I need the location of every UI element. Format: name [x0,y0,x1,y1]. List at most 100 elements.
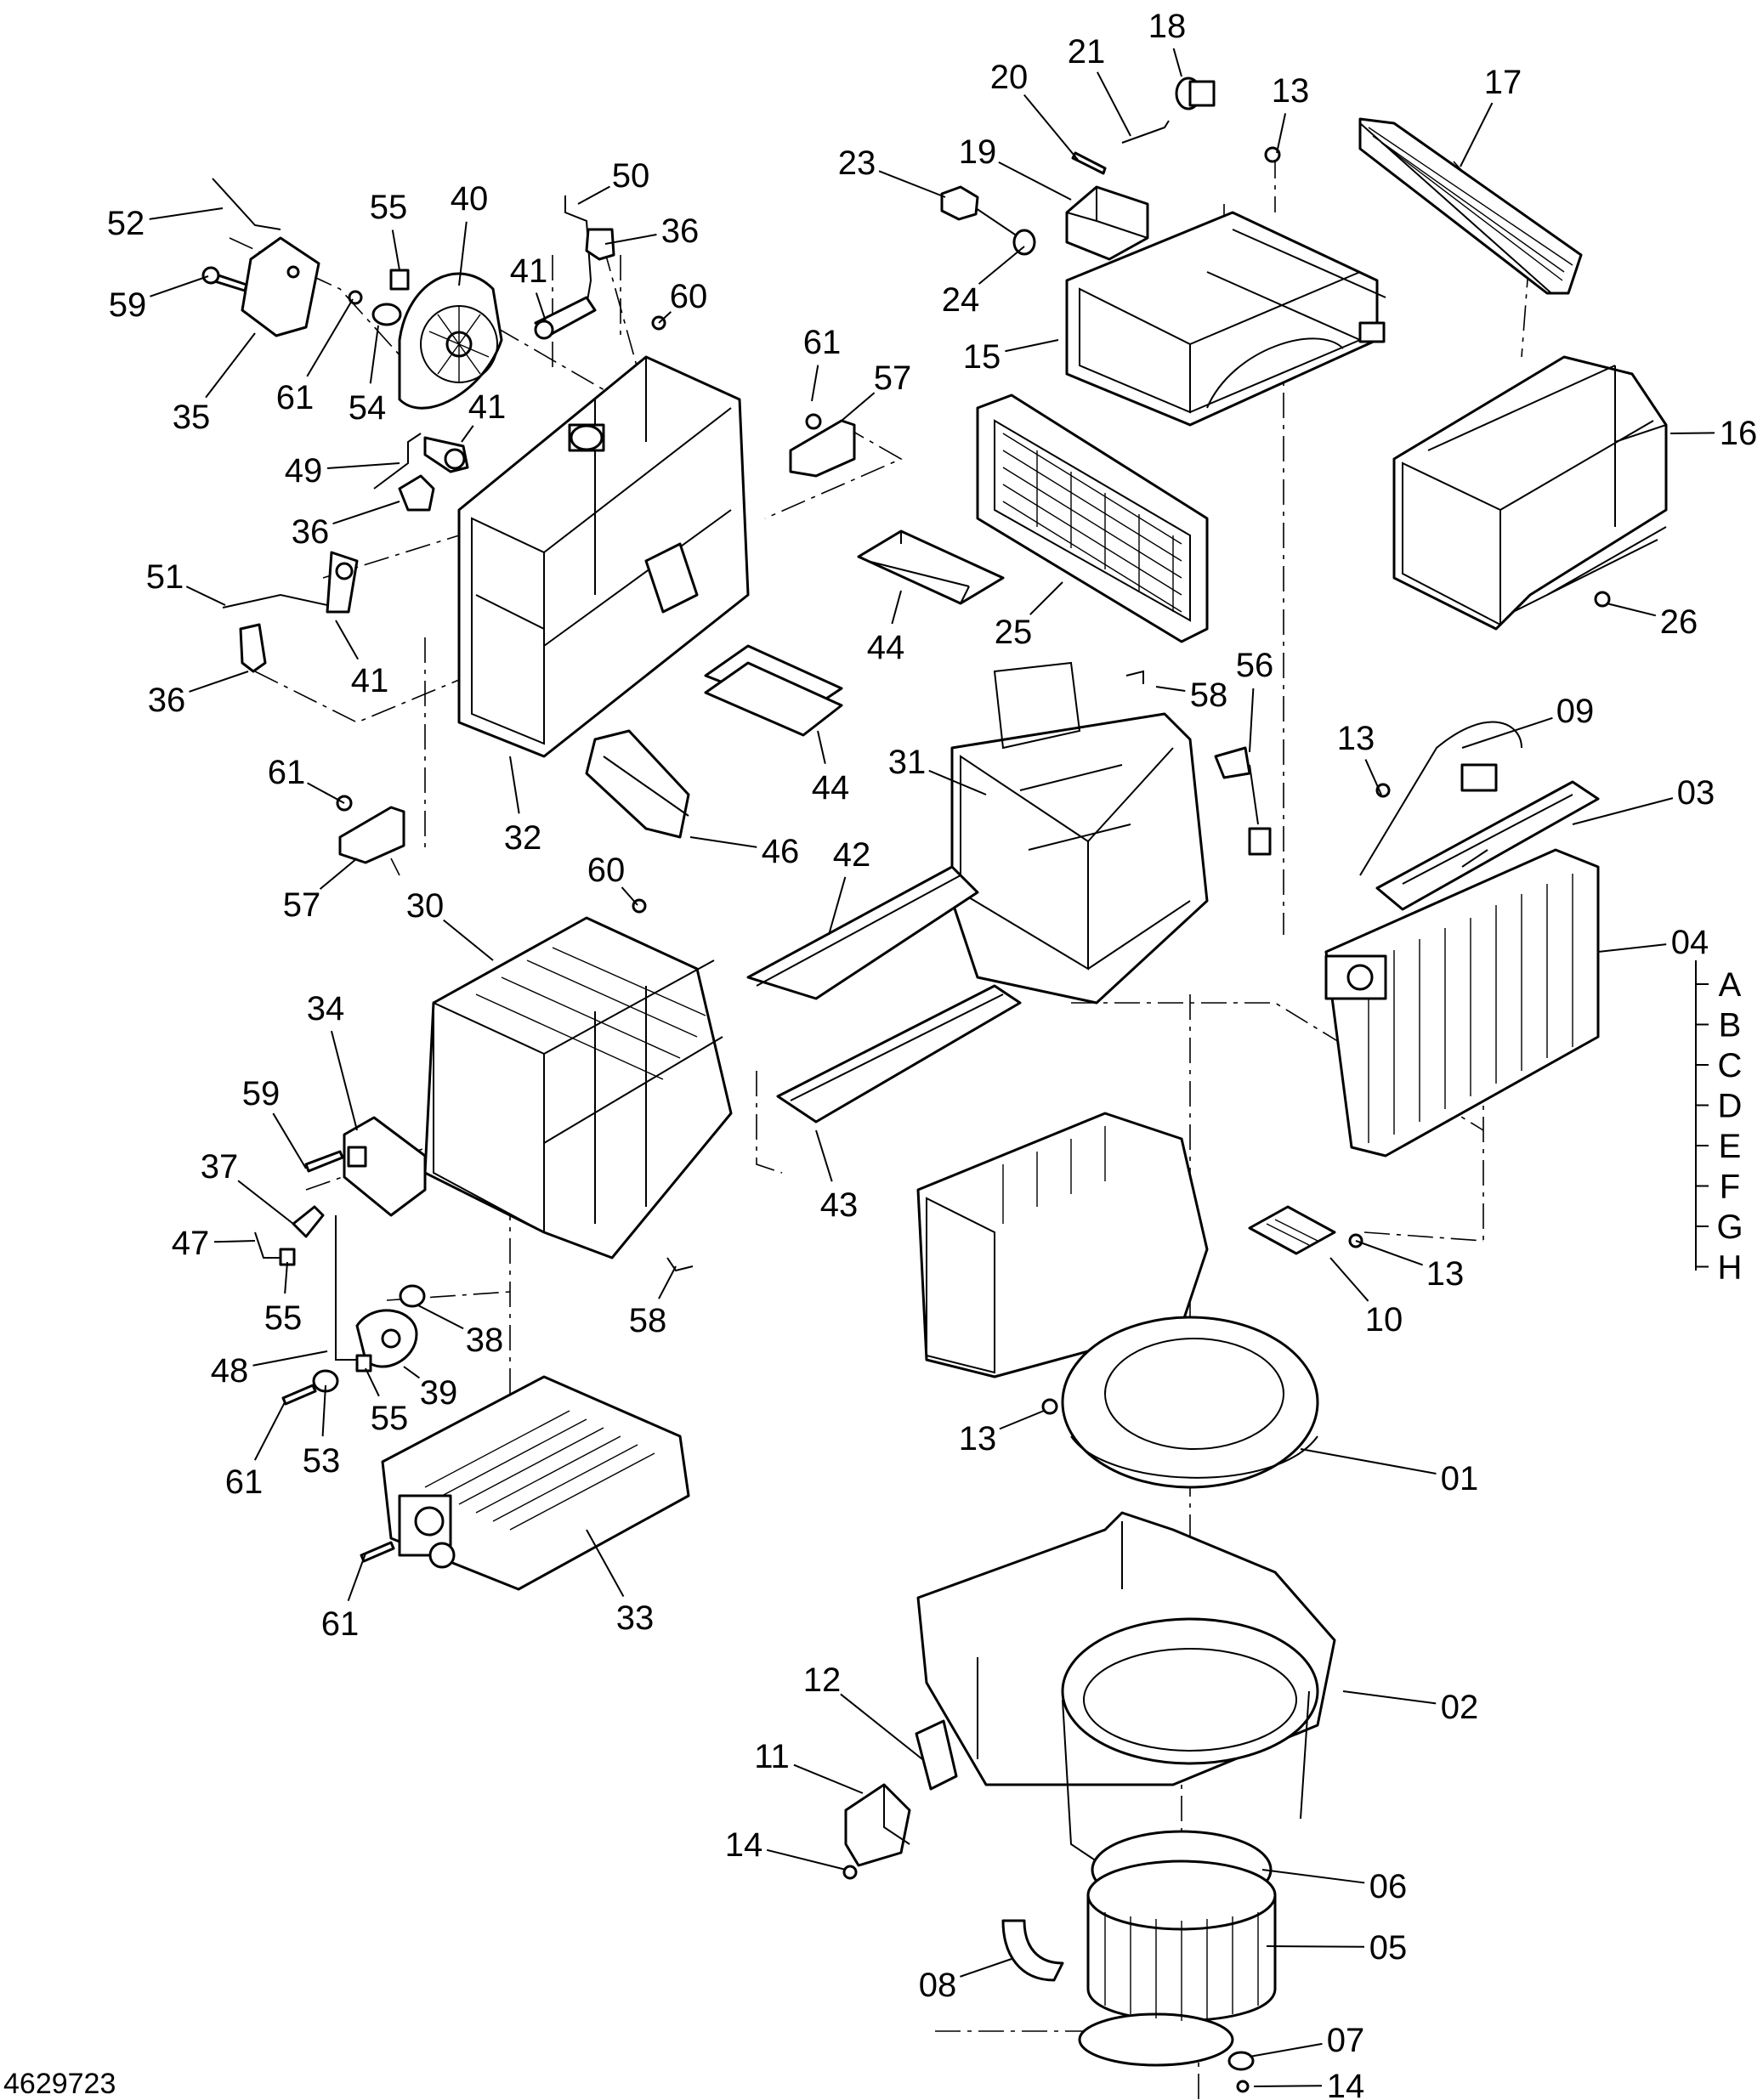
part-58-clip-low [666,1257,694,1272]
leader-line [998,161,1072,201]
callout-36: 36 [604,212,700,250]
callout-38: 38 [416,1304,504,1359]
part-59-screw-low [304,1150,344,1173]
callout-label: 61 [803,324,842,361]
leader-line [307,782,345,804]
callout-46: 46 [689,833,800,870]
callout-label: 43 [820,1186,859,1224]
leader-line [284,1261,288,1294]
part-50-rod [564,195,592,307]
callout-label: 26 [1660,603,1698,641]
variant-letter-C: C [1718,1047,1743,1084]
leader-line [391,229,400,271]
leader-line [577,185,610,205]
part-13-screw-top [1264,146,1281,163]
callout-10: 10 [1329,1257,1403,1339]
leader-line [335,620,359,660]
callout-label: 46 [762,833,800,870]
callout-32: 32 [504,756,541,857]
callout-label: 11 [754,1738,790,1775]
callout-23: 23 [838,144,946,198]
callout-14: 14 [1253,2068,1364,2100]
callout-label: 59 [109,286,147,324]
callout-13: 13 [1337,720,1382,795]
callout-label: 55 [371,1400,409,1437]
callout-54: 54 [349,325,386,427]
part-43-door [776,984,1022,1124]
callout-label: 57 [283,886,321,924]
callout-61: 61 [225,1401,286,1501]
callout-label: 36 [661,212,700,250]
callout-label: 61 [268,754,306,791]
part-14-screw-side [842,1865,858,1880]
callout-56: 56 [1236,647,1274,753]
callout-label: 31 [888,744,927,781]
variant-letter-D: D [1718,1088,1743,1125]
callout-label: 30 [406,887,445,925]
leader-line [369,325,379,384]
leader-line [1460,102,1494,167]
part-10-resistor [1248,1205,1336,1255]
callout-label: 58 [1190,676,1228,714]
leader-line [330,1030,358,1131]
part-51-rod [222,593,328,608]
callout-58: 58 [629,1265,677,1339]
leader-line [1606,603,1657,617]
callout-label: 33 [616,1599,655,1637]
callout-02: 02 [1342,1689,1478,1726]
callout-label: 60 [587,852,626,889]
callout-label: 12 [803,1661,842,1699]
callout-label: 53 [303,1442,341,1480]
callout-43: 43 [815,1129,859,1224]
callout-label: 34 [307,990,345,1027]
callout-20: 20 [990,59,1079,161]
callout-label: 15 [963,338,1001,376]
callout-59: 59 [109,275,209,324]
callout-12: 12 [803,1661,923,1760]
part-41-link-top [534,296,597,340]
part-16-duct-housing [1392,355,1668,631]
callout-11: 11 [754,1738,864,1794]
leader-line [1276,113,1287,154]
leader-line [766,1848,847,1871]
part-61-screw-low [281,1384,317,1406]
leader-line [815,1129,833,1182]
callout-05: 05 [1266,1929,1407,1967]
callout-label: 56 [1236,647,1274,684]
variant-letter-A: A [1719,966,1742,1004]
callout-08: 08 [919,1958,1012,2004]
callout-label: 07 [1327,2022,1365,2059]
part-36-lever-top [585,228,615,261]
callout-09: 09 [1461,693,1594,749]
callout-label: 61 [321,1605,360,1643]
callout-21: 21 [1068,33,1131,137]
part-05-motor [1078,1859,1277,2067]
leader-line [150,275,209,297]
callout-06: 06 [1261,1868,1407,1905]
callout-55: 55 [365,1367,409,1437]
callout-19: 19 [959,133,1072,201]
callout-label: 61 [276,379,315,416]
callout-label: 38 [466,1322,504,1359]
part-33-heater-core [381,1375,690,1591]
callout-label: 18 [1148,8,1187,45]
part-44-door-low [704,644,843,737]
leader-line [205,332,256,399]
leader-line [1261,1869,1365,1884]
callout-26: 26 [1606,603,1698,641]
callout-label: 37 [201,1148,239,1186]
callout-label: 49 [285,452,323,490]
leader-line [658,311,672,324]
leader-line [658,1265,677,1299]
callout-51: 51 [146,558,226,606]
leader-line [878,170,946,198]
part-09-harness [1359,721,1522,876]
leader-line [928,769,987,795]
leader-line [621,886,638,906]
leader-line [509,756,520,814]
part-37-lever [292,1205,325,1238]
callout-61: 61 [321,1553,366,1643]
part-48-rod [335,1215,357,1361]
callout-60: 60 [587,852,638,906]
